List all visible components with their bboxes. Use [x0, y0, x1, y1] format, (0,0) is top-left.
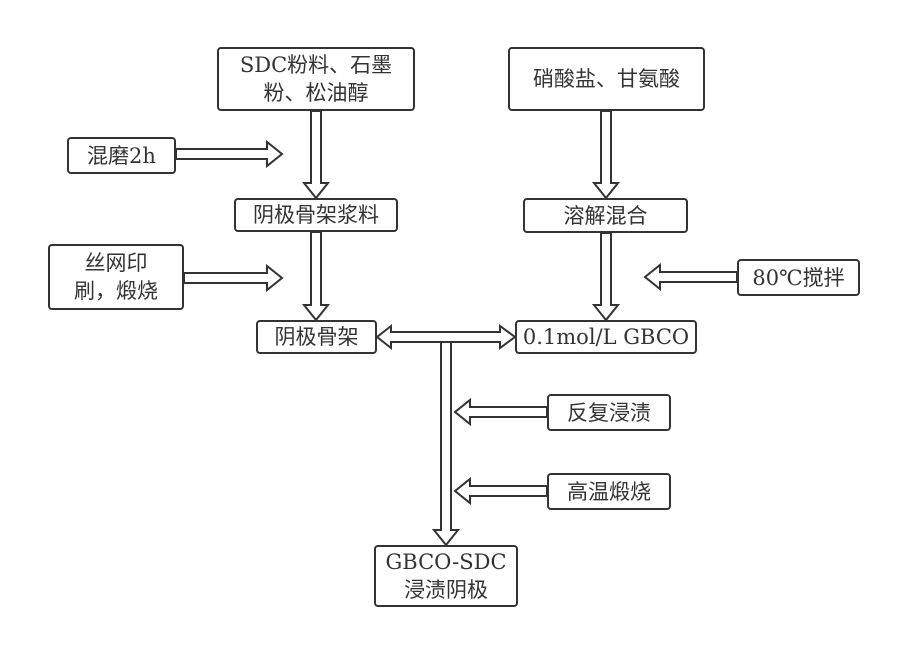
node-cathode-skeleton: 阴极骨架 — [256, 320, 377, 354]
node-stir-80c: 80℃搅拌 — [737, 259, 860, 296]
node-screen-print: 丝网印 刷，煅烧 — [48, 244, 184, 310]
node-stir-80c-label: 80℃搅拌 — [752, 265, 845, 290]
arrow-sdc-to-slurry — [301, 110, 331, 200]
node-repeat-impregnate-label: 反复浸渍 — [567, 400, 651, 425]
arrow-calcine-left — [453, 476, 548, 506]
node-cathode-slurry-label: 阴极骨架浆料 — [253, 203, 379, 227]
node-nitrate-glycine-label: 硝酸盐、甘氨酸 — [533, 67, 680, 91]
node-repeat-impregnate: 反复浸渍 — [547, 394, 671, 431]
node-cathode-skeleton-label: 阴极骨架 — [274, 325, 359, 349]
arrow-junction-to-final — [431, 341, 461, 547]
arrow-ballmill-right — [175, 139, 284, 169]
node-cathode-slurry: 阴极骨架浆料 — [234, 198, 398, 232]
node-final-cathode-label: GBCO-SDC 浸渍阴极 — [385, 550, 507, 602]
node-sdc-powder: SDC粉料、石墨 粉、松油醇 — [217, 47, 415, 111]
arrow-dissolve-to-gbco — [591, 232, 621, 322]
arrow-screenprint-right — [183, 263, 284, 293]
node-ball-mill: 混磨2h — [67, 137, 176, 174]
node-gbco-solution: 0.1mol/L GBCO — [515, 320, 697, 354]
node-final-cathode: GBCO-SDC 浸渍阴极 — [374, 545, 518, 607]
arrow-nitrate-to-dissolve — [591, 110, 621, 200]
node-dissolve-mix-label: 溶解混合 — [563, 203, 648, 228]
node-ball-mill-label: 混磨2h — [87, 143, 156, 168]
arrow-stir-left — [643, 262, 738, 292]
node-dissolve-mix: 溶解混合 — [523, 198, 688, 233]
node-nitrate-glycine: 硝酸盐、甘氨酸 — [508, 47, 705, 111]
node-high-temp-calcine: 高温煅烧 — [547, 473, 671, 510]
arrow-impregnate-left — [453, 397, 548, 427]
node-screen-print-label: 丝网印 刷，煅烧 — [74, 251, 158, 303]
node-gbco-solution-label: 0.1mol/L GBCO — [522, 325, 690, 349]
arrow-slurry-to-skeleton — [301, 231, 331, 322]
node-sdc-powder-label: SDC粉料、石墨 粉、松油醇 — [239, 53, 393, 105]
node-high-temp-calcine-label: 高温煅烧 — [567, 479, 651, 504]
